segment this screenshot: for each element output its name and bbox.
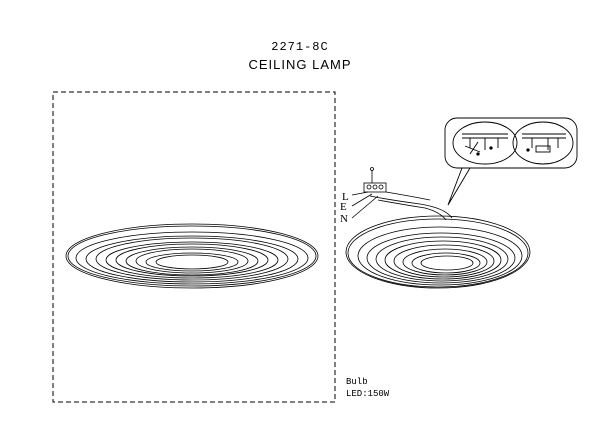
bulb-spec-heading: Bulb (346, 377, 368, 387)
dimension-frame (52, 91, 336, 403)
product-name: CEILING LAMP (248, 57, 352, 72)
lamp-side-view-icon (345, 215, 531, 289)
mounting-detail-callout-icon (444, 117, 578, 206)
lamp-top-view-icon (65, 223, 319, 289)
wire-label-l: L (342, 191, 349, 203)
model-number: 2271-8C (271, 40, 329, 54)
wire-label-e: E (340, 201, 347, 213)
wiring-terminal-icon (351, 167, 453, 221)
wire-label-n: N (340, 213, 348, 225)
bulb-spec-value: LED:150W (346, 389, 390, 399)
bulb-spec: Bulb LED:150W (346, 376, 389, 400)
title-block: 2271-8C CEILING LAMP (0, 40, 600, 72)
